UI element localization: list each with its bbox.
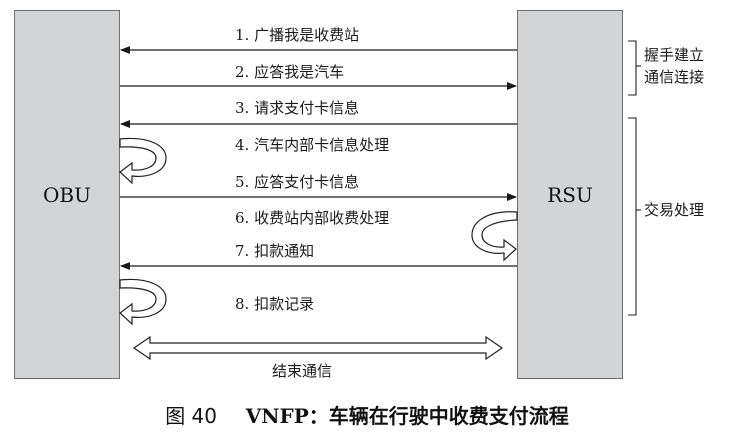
message-1-label: 1. 广播我是收费站 — [235, 26, 360, 44]
transaction-group-label: 交易处理 — [644, 201, 705, 219]
message-2-label: 2. 应答我是汽车 — [235, 63, 345, 81]
message-3-label: 3. 请求支付卡信息 — [235, 99, 360, 117]
transaction-bracket — [628, 117, 637, 316]
caption-figure-number: 图 40 — [165, 404, 218, 428]
message-4-label: 4. 汽车内部卡信息处理 — [235, 136, 390, 154]
message-4-self-arrow — [119, 137, 167, 185]
message-6-label: 6. 收费站内部收费处理 — [235, 209, 390, 227]
rsu-entity: RSU — [517, 10, 623, 379]
message-5-label: 5. 应答支付卡信息 — [235, 173, 360, 191]
figure-caption: 图 40 VNFP：车辆在行驶中收费支付流程 — [0, 400, 734, 429]
handshake-bracket — [628, 40, 637, 96]
rsu-label: RSU — [547, 182, 593, 207]
obu-label: OBU — [43, 182, 91, 207]
end-communication-label: 结束通信 — [272, 362, 333, 380]
message-7-label: 7. 扣款通知 — [235, 242, 315, 260]
end-communication-arrow — [132, 335, 504, 361]
handshake-group-label: 握手建立通信连接 — [644, 46, 705, 86]
message-6-self-arrow — [471, 211, 518, 262]
caption-text: ：车辆在行驶中收费支付流程 — [308, 404, 569, 428]
message-8-label: 8. 扣款记录 — [235, 295, 315, 313]
obu-entity: OBU — [14, 10, 120, 379]
caption-name: VNFP — [245, 404, 309, 428]
message-8-self-arrow — [119, 278, 167, 326]
